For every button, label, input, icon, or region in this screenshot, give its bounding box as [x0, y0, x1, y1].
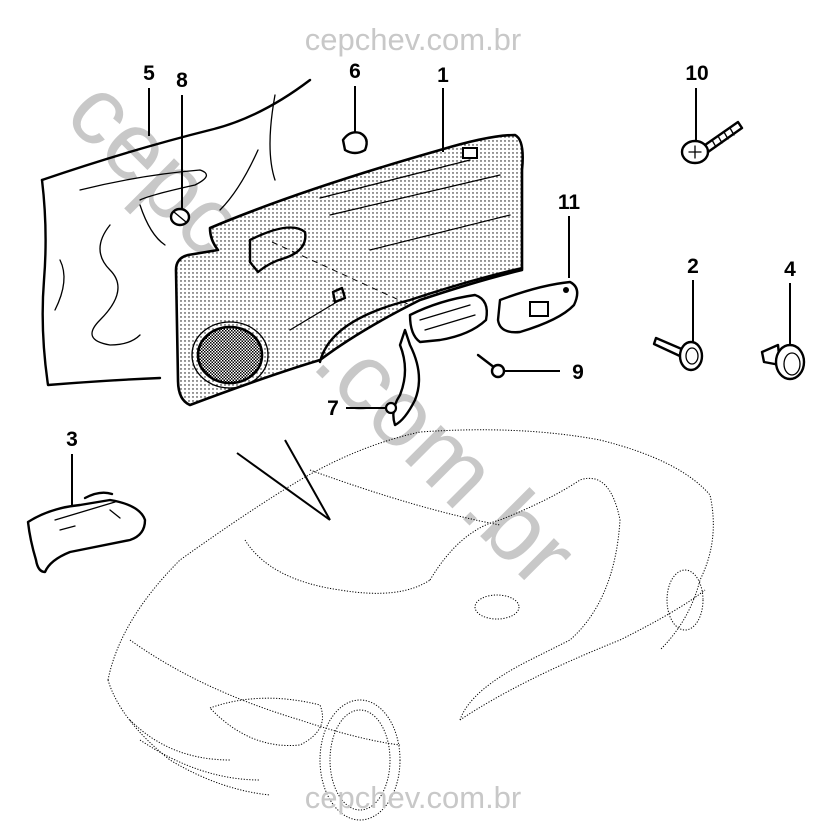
- trim-clip: [341, 131, 368, 155]
- callout-1: 1: [437, 64, 449, 87]
- tapping-screw: [680, 120, 744, 165]
- callout-3: 3: [66, 428, 78, 451]
- callout-5: 5: [143, 62, 155, 85]
- callout-10: 10: [685, 62, 708, 85]
- handle-cap: [384, 401, 398, 415]
- handle-screw: [476, 353, 506, 379]
- water-deflector-sheet: [40, 78, 312, 387]
- screw-with-washer: [652, 336, 704, 372]
- watermark-bottom: cepchev.com.br: [305, 780, 522, 815]
- callout-4: 4: [784, 258, 796, 281]
- callout-9: 9: [572, 361, 584, 384]
- push-pin-fastener: [760, 343, 806, 381]
- callout-6: 6: [349, 60, 361, 83]
- leader-lines: [71, 86, 791, 505]
- location-pointer: [236, 439, 331, 521]
- handle-bezel: [496, 280, 579, 334]
- inner-handle: [392, 293, 489, 427]
- vehicle-outline: [107, 429, 714, 821]
- callout-7: 7: [327, 397, 339, 420]
- panel-retainer: [169, 207, 191, 227]
- retaining-clip: [26, 491, 147, 574]
- door-trim-panel: [174, 133, 524, 407]
- callout-8: 8: [176, 69, 188, 92]
- callout-2: 2: [687, 255, 699, 278]
- callout-11: 11: [558, 191, 581, 214]
- watermark-top: cepchev.com.br: [305, 22, 522, 57]
